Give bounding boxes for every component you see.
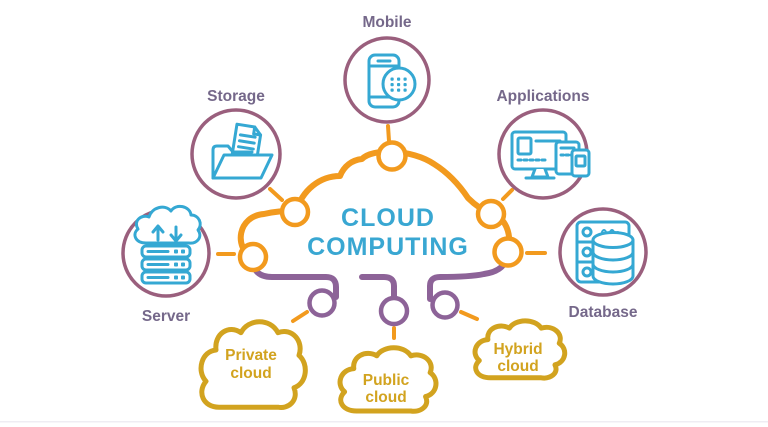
node-upper-left — [279, 196, 311, 228]
bottom-edge-line — [0, 421, 768, 423]
connector-storage — [268, 187, 284, 202]
diagram-title-line1: CLOUD — [341, 204, 435, 232]
node-drop-right — [430, 290, 460, 320]
database-label: Database — [569, 304, 638, 321]
connector-lines — [216, 124, 547, 340]
node-right — [492, 236, 524, 268]
satellite-mobile: Mobile — [343, 14, 431, 124]
node-left — [237, 241, 269, 273]
private-cloud: Private cloud — [201, 322, 305, 408]
public-cloud-label-line2: cloud — [365, 389, 406, 406]
connector-private-cloud — [291, 310, 309, 323]
smartphone-icon — [367, 53, 417, 109]
connector-applications — [501, 188, 514, 201]
bottom-middle-branch — [359, 274, 397, 301]
applications-label: Applications — [496, 88, 589, 105]
devices-icon — [510, 130, 591, 180]
private-cloud-label-line2: cloud — [230, 365, 271, 382]
public-cloud-outline — [340, 348, 436, 412]
connector-hybrid-cloud — [459, 310, 479, 321]
node-drop-left — [307, 288, 337, 318]
diagram-title-line2: COMPUTING — [307, 233, 469, 261]
hybrid-cloud-outline — [475, 321, 565, 378]
hybrid-cloud: Hybrid cloud — [475, 321, 565, 378]
cloud-server-icon — [133, 204, 202, 285]
cloud-junction-nodes — [237, 140, 524, 327]
public-cloud: Public cloud — [340, 348, 436, 412]
satellite-server: Server — [121, 204, 211, 325]
database-rack-icon — [575, 220, 635, 286]
connector-mobile — [386, 124, 391, 143]
satellite-applications: Applications — [496, 88, 591, 200]
satellite-database: Database — [558, 207, 648, 321]
mobile-label: Mobile — [362, 14, 411, 31]
public-cloud-label-line1: Public — [363, 372, 410, 389]
private-cloud-label-line1: Private — [225, 347, 277, 364]
node-drop-middle — [378, 295, 410, 327]
node-upper-right — [475, 198, 507, 230]
storage-label: Storage — [207, 88, 265, 105]
satellite-storage: Storage — [190, 88, 282, 200]
hybrid-cloud-label-line1: Hybrid — [493, 341, 542, 358]
bottom-right-branch — [427, 247, 511, 302]
private-cloud-outline — [201, 322, 305, 408]
folder-document-icon — [211, 122, 274, 180]
hybrid-cloud-label-line2: cloud — [497, 358, 538, 375]
node-top — [376, 140, 408, 172]
server-label: Server — [142, 308, 190, 325]
